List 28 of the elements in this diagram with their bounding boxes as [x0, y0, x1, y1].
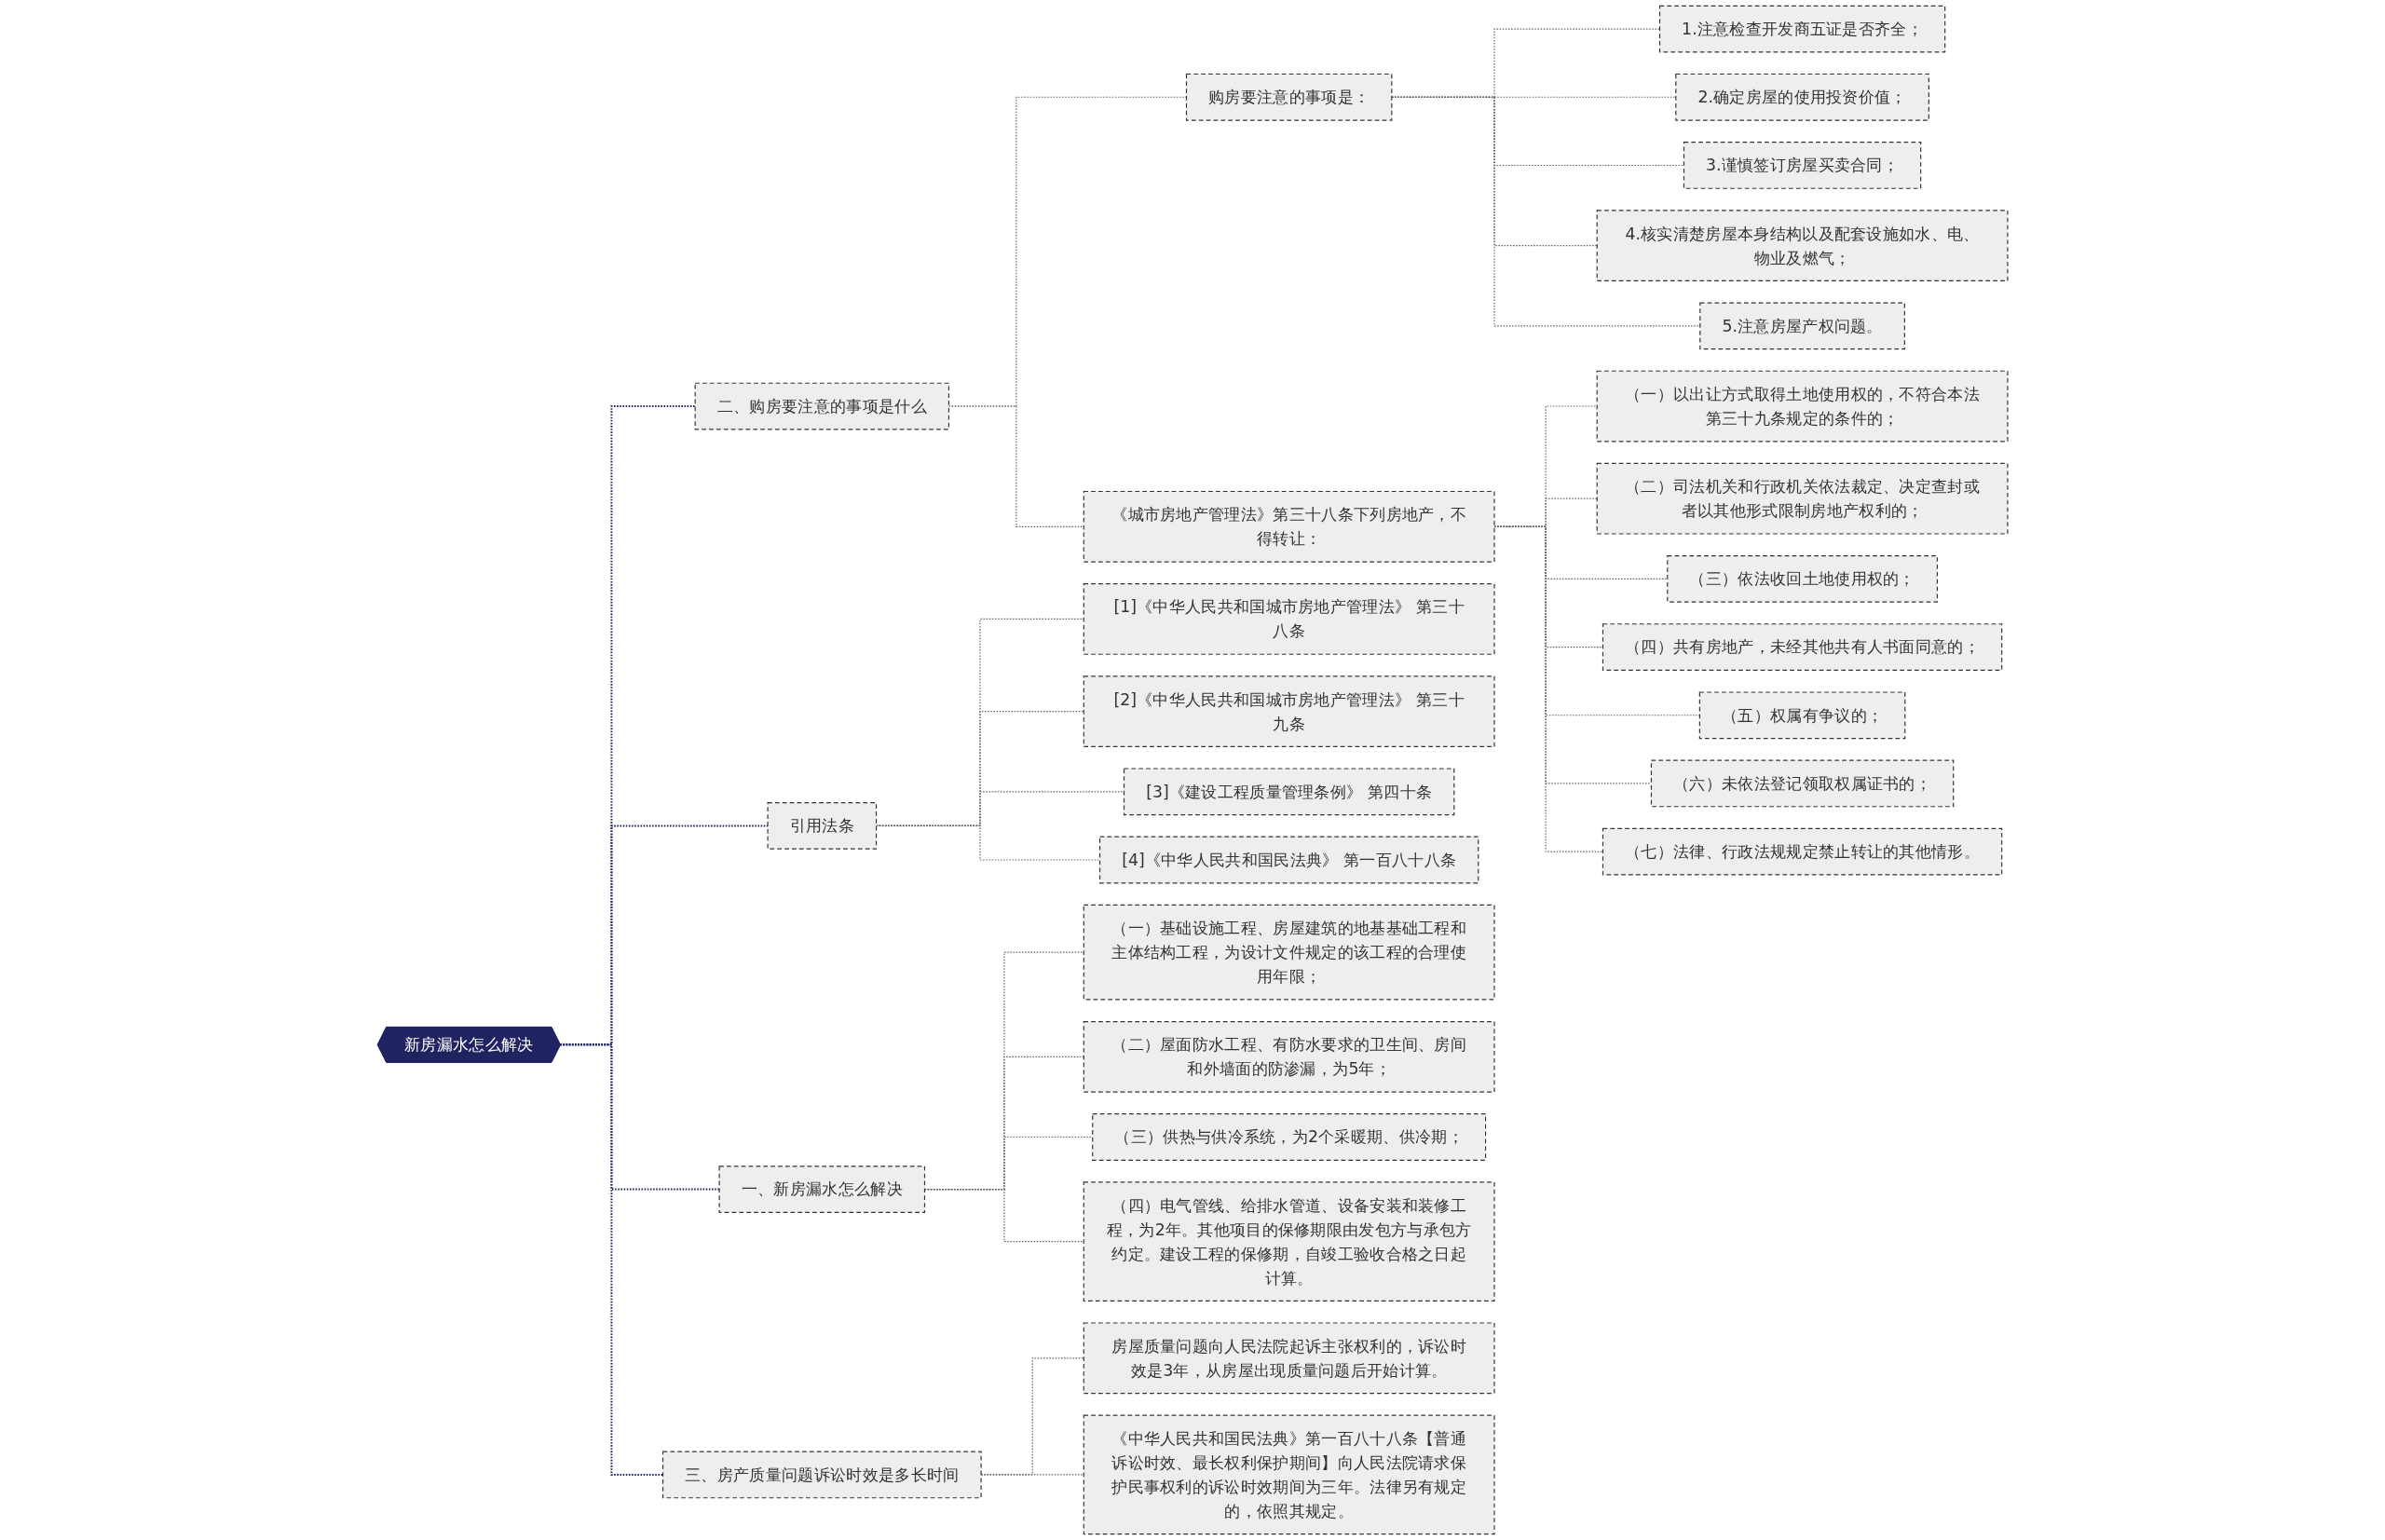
node-box: 一、新房漏水怎么解决: [718, 1165, 925, 1213]
node-box: （三）供热与供冷系统，为2个采暖期、供冷期；: [1092, 1113, 1487, 1161]
node-box: 三、房产质量问题诉讼时效是多长时间: [661, 1451, 982, 1499]
node-box: 购房要注意的事项是：: [1185, 73, 1393, 121]
node-box: [1]《中华人民共和国城市房地产管理法》 第三十八条: [1083, 583, 1495, 655]
node-box: （三）依法收回土地使用权的；: [1667, 555, 1938, 603]
node-box: （一）基础设施工程、房屋建筑的地基基础工程和主体结构工程，为设计文件规定的该工程的合理使用年限；: [1083, 904, 1495, 1001]
node-box: （二）屋面防水工程、有防水要求的卫生间、房间和外墙面的防渗漏，为5年；: [1083, 1020, 1495, 1093]
node-box: 3.谨慎签订房屋买卖合同；: [1683, 142, 1922, 189]
node-box: （六）未依法登记领取权属证书的；: [1650, 759, 1955, 808]
node-box: 4.核实清楚房屋本身结构以及配套设施如水、电、物业及燃气；: [1596, 210, 2009, 282]
node-box: [2]《中华人民共和国城市房地产管理法》 第三十九条: [1083, 675, 1495, 747]
node-box: 房屋质量问题向人民法院起诉主张权利的，诉讼时效是3年，从房屋出现质量问题后开始计算。: [1083, 1322, 1495, 1395]
node-box: 引用法条: [767, 802, 877, 850]
node-box: 二、购房要注意的事项是什么: [694, 382, 949, 430]
node-box: （七）法律、行政法规规定禁止转让的其他情形。: [1601, 827, 2003, 876]
node-box: [4]《中华人民共和国民法典》 第一百八十八条: [1098, 836, 1479, 884]
node-box: （五）权属有争议的；: [1698, 691, 1906, 740]
node-box: [3]《建设工程质量管理条例》 第四十条: [1123, 768, 1455, 816]
node-box: 1.注意检查开发商五证是否齐全；: [1658, 5, 1946, 53]
node-box: （四）电气管线、给排水管道、设备安装和装修工程，为2年。其他项目的保修期限由发包方与承包方约定。建设工程的保修期，自竣工验收合格之日起计算。: [1083, 1181, 1495, 1302]
node-box: （二）司法机关和行政机关依法裁定、决定查封或者以其他形式限制房地产权利的；: [1596, 462, 2009, 535]
node-box: （一）以出让方式取得土地使用权的，不符合本法第三十九条规定的条件的；: [1596, 370, 2009, 443]
node-box: 《城市房地产管理法》第三十八条下列房地产，不得转让：: [1083, 490, 1495, 563]
node-box: 《中华人民共和国民法典》第一百八十八条【普通诉讼时效、最长权利保护期间】向人民法院请求保护民事权利的诉讼时效期间为三年。法律另有规定的，依照其规定。: [1083, 1414, 1495, 1535]
node-box: （四）共有房地产，未经其他共有人书面同意的；: [1601, 623, 2003, 671]
node-box: 5.注意房屋产权问题。: [1699, 302, 1905, 350]
node-box: 2.确定房屋的使用投资价值；: [1675, 73, 1929, 121]
